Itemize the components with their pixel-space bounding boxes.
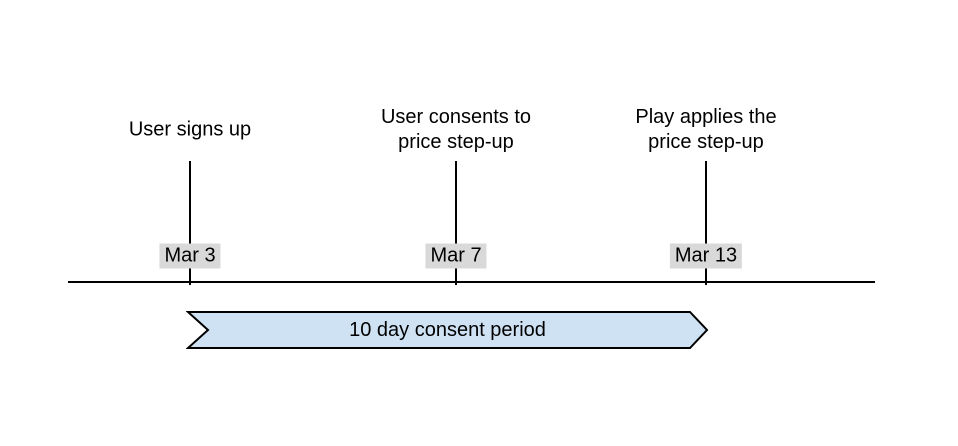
chevron-ribbon-shape <box>186 311 709 349</box>
event-tick-line <box>189 161 191 285</box>
event-tick-line <box>705 161 707 285</box>
event-date-badge: Mar 3 <box>159 243 221 269</box>
event-date-badge: Mar 7 <box>425 243 487 269</box>
event-tick-line <box>455 161 457 285</box>
timeline-axis-line <box>68 281 875 283</box>
event-label: User consents to price step-up <box>380 106 532 153</box>
consent-period-banner-shape <box>186 311 709 349</box>
consent-period-label: 10 day consent period <box>349 318 546 341</box>
event-label: Play applies the price step-up <box>635 106 777 153</box>
event-date-badge: Mar 13 <box>669 243 743 269</box>
event-label: User signs up <box>128 118 252 141</box>
